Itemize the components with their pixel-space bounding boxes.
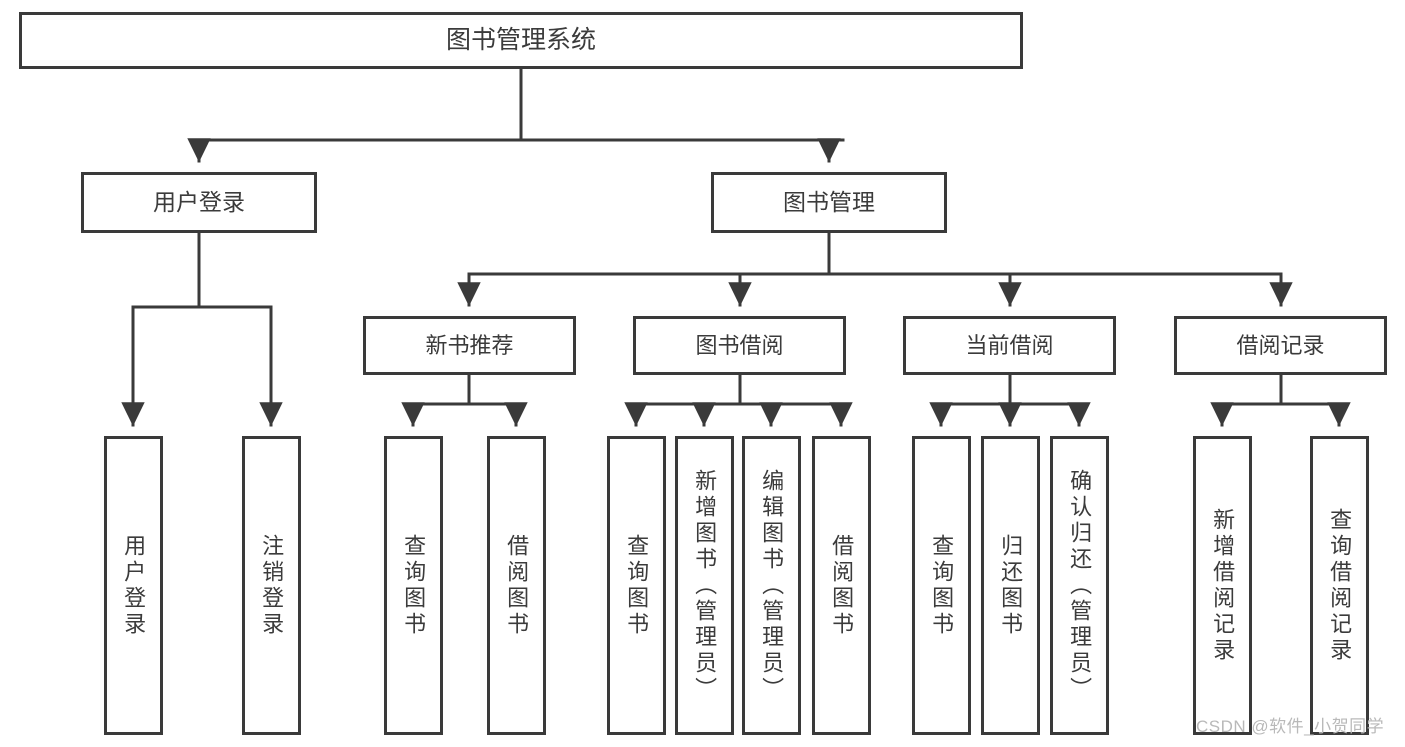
node-label: 新增图书（管理员） xyxy=(692,468,718,703)
node-label: 图书管理 xyxy=(783,189,875,216)
node-user-login[interactable]: 用户登录 xyxy=(81,172,317,233)
node-label: 确认归还（管理员） xyxy=(1067,468,1093,703)
node-label: 查询图书 xyxy=(624,533,650,638)
node-label: 图书管理系统 xyxy=(445,26,596,55)
node-new-book-recommendation[interactable]: 新书推荐 xyxy=(363,316,576,375)
node-label: 借阅图书 xyxy=(829,533,855,638)
leaf-borrow-record-query-record[interactable]: 查询借阅记录 xyxy=(1310,436,1369,735)
leaf-user-login-logout[interactable]: 注销登录 xyxy=(242,436,301,735)
leaf-current-borrow-return-books[interactable]: 归还图书 xyxy=(981,436,1040,735)
leaf-book-borrow-edit-book-admin[interactable]: 编辑图书（管理员） xyxy=(742,436,801,735)
leaf-user-login-login[interactable]: 用户登录 xyxy=(104,436,163,735)
node-label: 注销登录 xyxy=(259,533,285,638)
node-label: 归还图书 xyxy=(998,533,1024,638)
node-label: 用户登录 xyxy=(153,189,245,216)
leaf-current-borrow-confirm-return-admin[interactable]: 确认归还（管理员） xyxy=(1050,436,1109,735)
leaf-current-borrow-query-books[interactable]: 查询图书 xyxy=(912,436,971,735)
node-label: 查询借阅记录 xyxy=(1327,507,1353,664)
node-label: 借阅图书 xyxy=(504,533,530,638)
leaf-new-book-borrow-books[interactable]: 借阅图书 xyxy=(487,436,546,735)
node-label: 查询图书 xyxy=(401,533,427,638)
node-book-management[interactable]: 图书管理 xyxy=(711,172,947,233)
node-label: 图书借阅 xyxy=(695,332,784,358)
leaf-new-book-query-books[interactable]: 查询图书 xyxy=(384,436,443,735)
node-label: 新增借阅记录 xyxy=(1210,507,1236,664)
node-label: 新书推荐 xyxy=(425,332,514,358)
leaf-book-borrow-borrow-books[interactable]: 借阅图书 xyxy=(812,436,871,735)
leaf-borrow-record-add-record[interactable]: 新增借阅记录 xyxy=(1193,436,1252,735)
node-current-borrow[interactable]: 当前借阅 xyxy=(903,316,1116,375)
node-root-book-management-system[interactable]: 图书管理系统 xyxy=(19,12,1023,69)
node-label: 查询图书 xyxy=(929,533,955,638)
node-label: 编辑图书（管理员） xyxy=(759,468,785,703)
csdn-watermark: CSDN @软件_小贺同学 xyxy=(1196,717,1385,736)
node-book-borrow[interactable]: 图书借阅 xyxy=(633,316,846,375)
leaf-book-borrow-query-books[interactable]: 查询图书 xyxy=(607,436,666,735)
node-label: 用户登录 xyxy=(121,533,147,638)
node-label: 借阅记录 xyxy=(1236,332,1325,358)
node-label: 当前借阅 xyxy=(965,332,1054,358)
leaf-book-borrow-add-book-admin[interactable]: 新增图书（管理员） xyxy=(675,436,734,735)
node-borrow-record[interactable]: 借阅记录 xyxy=(1174,316,1387,375)
